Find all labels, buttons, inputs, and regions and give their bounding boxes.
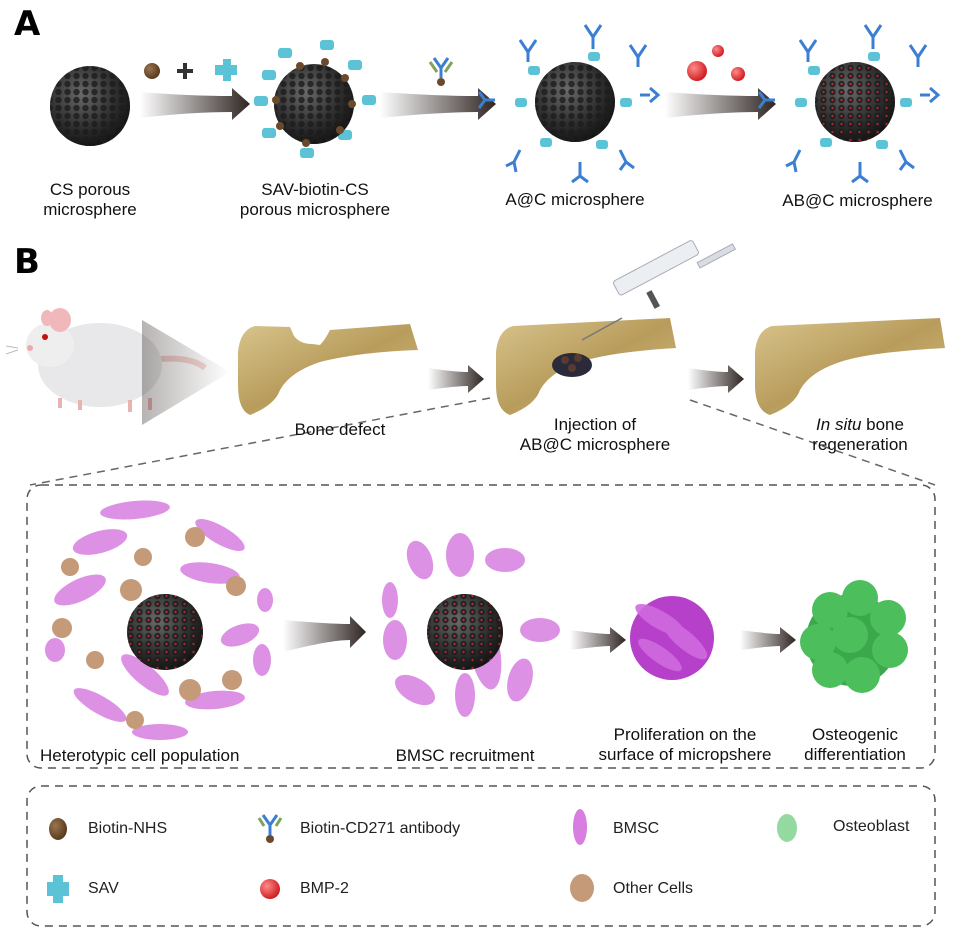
label-bmsc-recruitment: BMSC recruitment <box>385 746 545 766</box>
bmp2-spheres <box>687 45 745 81</box>
label-line: In situ bone <box>800 415 920 435</box>
zoom-line-left <box>29 397 491 486</box>
legend-label-sav: SAV <box>88 880 119 897</box>
legend-box <box>26 785 936 927</box>
label-heterotypic: Heterotypic cell population <box>40 746 270 766</box>
osteoblast-icon <box>777 814 797 842</box>
arrow-c3 <box>740 627 796 653</box>
label-line: A@C microsphere <box>505 190 645 209</box>
heterotypic-cell-population <box>45 500 273 740</box>
legend-label-other-cells: Other Cells <box>613 880 694 897</box>
label-line: AB@C microsphere <box>519 435 671 454</box>
label-cs-porous: CS porous microsphere <box>30 180 150 220</box>
legend-label-antibody: Biotin-CD271 antibody <box>300 820 461 837</box>
injected-microspheres <box>552 353 592 377</box>
process-box <box>26 484 936 769</box>
label-ab-at-c: AB@C microsphere <box>770 191 945 211</box>
bone-defect <box>238 324 418 415</box>
a-at-c-microsphere <box>477 24 661 184</box>
label-sav-biotin-cs: SAV-biotin-CS porous microsphere <box>225 180 405 220</box>
arrow-b1 <box>428 365 484 393</box>
zoom-line-right <box>689 399 936 486</box>
sav-biotin-cs-microsphere <box>254 40 376 158</box>
label-line: Bone defect <box>294 420 386 439</box>
label-line: differentiation <box>804 745 906 764</box>
label-a-at-c: A@C microsphere <box>490 190 660 210</box>
arrow-2 <box>380 88 496 120</box>
arrow-3 <box>665 88 776 120</box>
sav-cross-icon <box>47 875 69 903</box>
label-line: regeneration <box>812 435 908 454</box>
legend-label-bmp2: BMP-2 <box>300 880 349 897</box>
arrow-1 <box>140 88 250 120</box>
arrow-b2 <box>688 365 744 393</box>
label-line: microsphere <box>43 200 137 219</box>
zoom-cone <box>142 320 230 425</box>
bmsc-cell-icon <box>573 809 587 845</box>
label-injection: Injection of AB@C microsphere <box>510 415 680 455</box>
ab-at-c-microsphere <box>757 24 941 184</box>
label-line: AB@C microsphere <box>782 191 933 210</box>
label-line: Osteogenic <box>812 725 898 744</box>
panel-a-letter: A <box>14 4 41 44</box>
panel-b-letter: B <box>14 242 40 282</box>
bone-regenerated <box>755 318 945 415</box>
proliferation-sphere <box>630 596 714 680</box>
label-bone-defect: Bone defect <box>285 420 395 440</box>
label-italic: In situ <box>816 415 862 434</box>
bmp2-sphere-icon <box>260 879 280 899</box>
label-line: Heterotypic cell population <box>40 746 240 765</box>
label-line: surface of micropshere <box>598 745 772 764</box>
biotin-bead-icon <box>49 818 67 840</box>
legend-label-bmsc: BMSC <box>613 820 660 837</box>
label-line: CS porous <box>49 180 131 199</box>
bmsc-recruitment <box>382 533 560 717</box>
antibody-icon <box>428 57 454 86</box>
biotin-bead-icon <box>144 63 160 79</box>
arrow-c1 <box>283 616 366 652</box>
arrow-c2 <box>570 627 626 653</box>
osteoblast-cluster <box>800 580 908 693</box>
legend-label-osteoblast: Osteoblast <box>833 818 910 835</box>
label-line: Proliferation on the <box>613 725 757 744</box>
label-line: porous microsphere <box>239 200 391 219</box>
antibody-icon <box>257 814 283 843</box>
label-proliferation: Proliferation on the surface of micropsh… <box>585 725 785 765</box>
label-line: BMSC recruitment <box>395 746 535 765</box>
label-line: Injection of <box>553 415 637 434</box>
other-cell-icon <box>570 874 594 902</box>
bone-injection <box>496 318 676 415</box>
legend-label-biotin-nhs: Biotin-NHS <box>88 820 168 837</box>
plus-icon <box>177 63 193 79</box>
syringe-icon <box>581 240 736 341</box>
label-line: SAV-biotin-CS <box>261 180 369 199</box>
label-osteogenic: Osteogenic differentiation <box>790 725 920 765</box>
label-rest: bone <box>861 415 904 434</box>
label-in-situ: In situ bone regeneration <box>800 415 920 455</box>
cs-porous-microsphere <box>50 66 130 146</box>
sav-cross-icon <box>215 59 237 81</box>
